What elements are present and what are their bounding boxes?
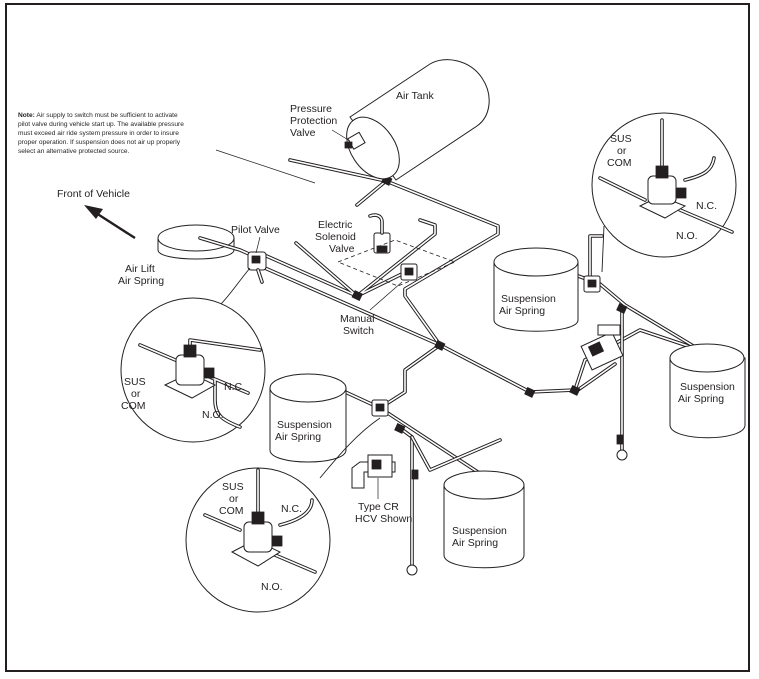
suspension-air-spring-right: Suspension Air Spring [669, 343, 746, 439]
note-line: proper operation. If suspension does not… [18, 139, 181, 146]
sus-com-label: or [229, 493, 239, 505]
pressure-protection-label: Pressure [290, 103, 332, 115]
hcv-valve-right [580, 324, 624, 371]
note-line: select an alternative protected source. [18, 148, 130, 155]
electric-solenoid-valve: Electric Solenoid Valve [315, 213, 391, 255]
pressure-protection-label: Protection [290, 115, 337, 127]
pilot-valve-label: Pilot Valve [231, 224, 280, 236]
note-block: Note: Air supply to switch must be suffi… [18, 112, 316, 184]
solenoid-label: Valve [329, 243, 355, 255]
suspension-label: Suspension [501, 293, 556, 305]
pressure-protection-label: Valve [290, 127, 316, 139]
sus-com-label: COM [121, 400, 146, 412]
nc-label: N.C. [224, 381, 245, 393]
suspension-air-spring-top: Suspension Air Spring [493, 247, 601, 332]
suspension-label: Suspension [277, 419, 332, 431]
note-label: Note: [18, 112, 35, 119]
tube-fittings [351, 175, 628, 576]
detail-circle-bottom-left: SUS or COM N.C. N.O. [185, 417, 381, 613]
sus-com-label: SUS [124, 376, 146, 388]
nc-label: N.C. [281, 503, 302, 515]
nc-label: N.C. [696, 200, 717, 212]
manual-switch: Manual Switch [336, 239, 457, 337]
sus-com-label: COM [219, 505, 244, 517]
suspension-label: Air Spring [452, 537, 498, 549]
manual-switch-label: Manual [340, 313, 374, 325]
svg-text:Note: Air supply to switch mus: Note: Air supply to switch must be suffi… [18, 112, 178, 119]
pressure-protection-valve: Pressure Protection Valve [290, 103, 366, 150]
sus-com-label: COM [607, 157, 632, 169]
suspension-air-spring-bottom: Suspension Air Spring [443, 470, 525, 569]
manual-switch-label: Switch [343, 325, 374, 337]
note-line: must exceed air ride system pressure in … [18, 130, 179, 137]
solenoid-label: Solenoid [315, 231, 356, 243]
hcv-valve-type-cr: Type CR HCV Shown [351, 454, 412, 525]
suspension-label: Air Spring [275, 431, 321, 443]
air-tank: Air Tank [346, 59, 490, 181]
suspension-label: Suspension [680, 381, 735, 393]
diagram-frame [5, 3, 750, 672]
suspension-air-spring-left: Suspension Air Spring [269, 373, 389, 463]
air-tank-label: Air Tank [396, 90, 434, 102]
no-label: N.O. [676, 230, 698, 242]
sus-com-label: SUS [610, 133, 632, 145]
suspension-label: Air Spring [678, 393, 724, 405]
sus-com-label: SUS [222, 481, 244, 493]
detail-circle-top-right: SUS or COM N.C. N.O. [591, 112, 737, 273]
pilot-valve: Pilot Valve [231, 224, 280, 284]
type-cr-label: HCV Shown [355, 513, 412, 525]
suspension-label: Air Spring [499, 305, 545, 317]
air-lift-label: Air Lift [125, 263, 155, 275]
detail-circle-middle-left: SUS or COM N.C. N.O. [120, 267, 266, 443]
note-leader-line [215, 149, 316, 184]
front-of-vehicle-label: Front of Vehicle [57, 188, 130, 200]
type-cr-label: Type CR [358, 501, 399, 513]
note-line: pilot valve during vehicle start up. The… [18, 121, 184, 128]
solenoid-label: Electric [318, 219, 352, 231]
air-lift-label: Air Spring [118, 275, 164, 287]
no-label: N.O. [202, 409, 224, 421]
front-of-vehicle-arrow: Front of Vehicle [57, 188, 136, 240]
sus-com-label: or [617, 145, 627, 157]
suspension-label: Suspension [452, 525, 507, 537]
note-line: Air supply to switch must be sufficient … [35, 112, 178, 119]
no-label: N.O. [261, 581, 283, 593]
air-lift-air-spring: Air Lift Air Spring [118, 224, 260, 287]
sus-com-label: or [131, 388, 141, 400]
